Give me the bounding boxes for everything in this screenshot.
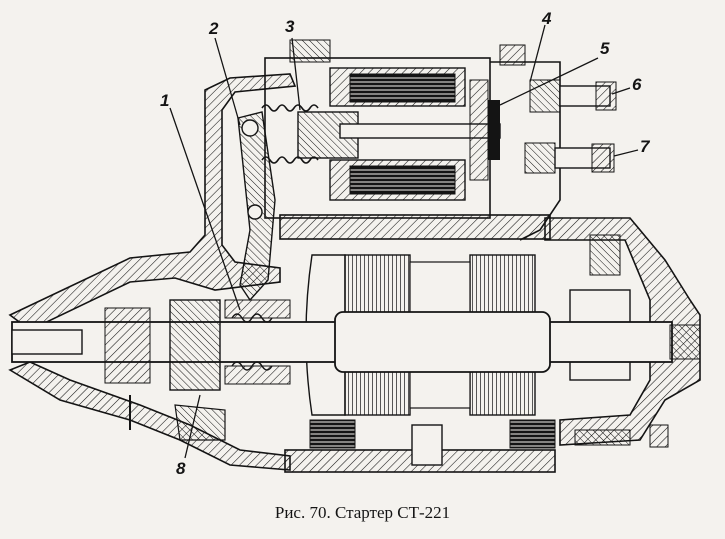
- drive-end-housing: [8, 73, 297, 471]
- callout-label-3: 3: [285, 17, 295, 36]
- starter-cross-section-drawing: [8, 24, 701, 473]
- stator-housing: [279, 214, 556, 473]
- commutator-end-housing: [544, 217, 701, 448]
- figure-caption: Рис. 70. Стартер СТ-221: [274, 503, 451, 522]
- leader-lines: [169, 24, 639, 459]
- callout-label-7: 7: [640, 137, 650, 156]
- callout-label-8: 8: [176, 459, 186, 478]
- callout-label-6: 6: [632, 75, 642, 94]
- callout-label-2: 2: [209, 19, 219, 38]
- callout-label-5: 5: [600, 39, 610, 58]
- drive-lever: [237, 111, 276, 302]
- terminal-bolts: [524, 79, 617, 174]
- callout-label-1: 1: [160, 91, 170, 110]
- traction-relay: [261, 39, 561, 241]
- freewheel-clutch: [104, 299, 291, 391]
- callout-label-4: 4: [542, 9, 552, 28]
